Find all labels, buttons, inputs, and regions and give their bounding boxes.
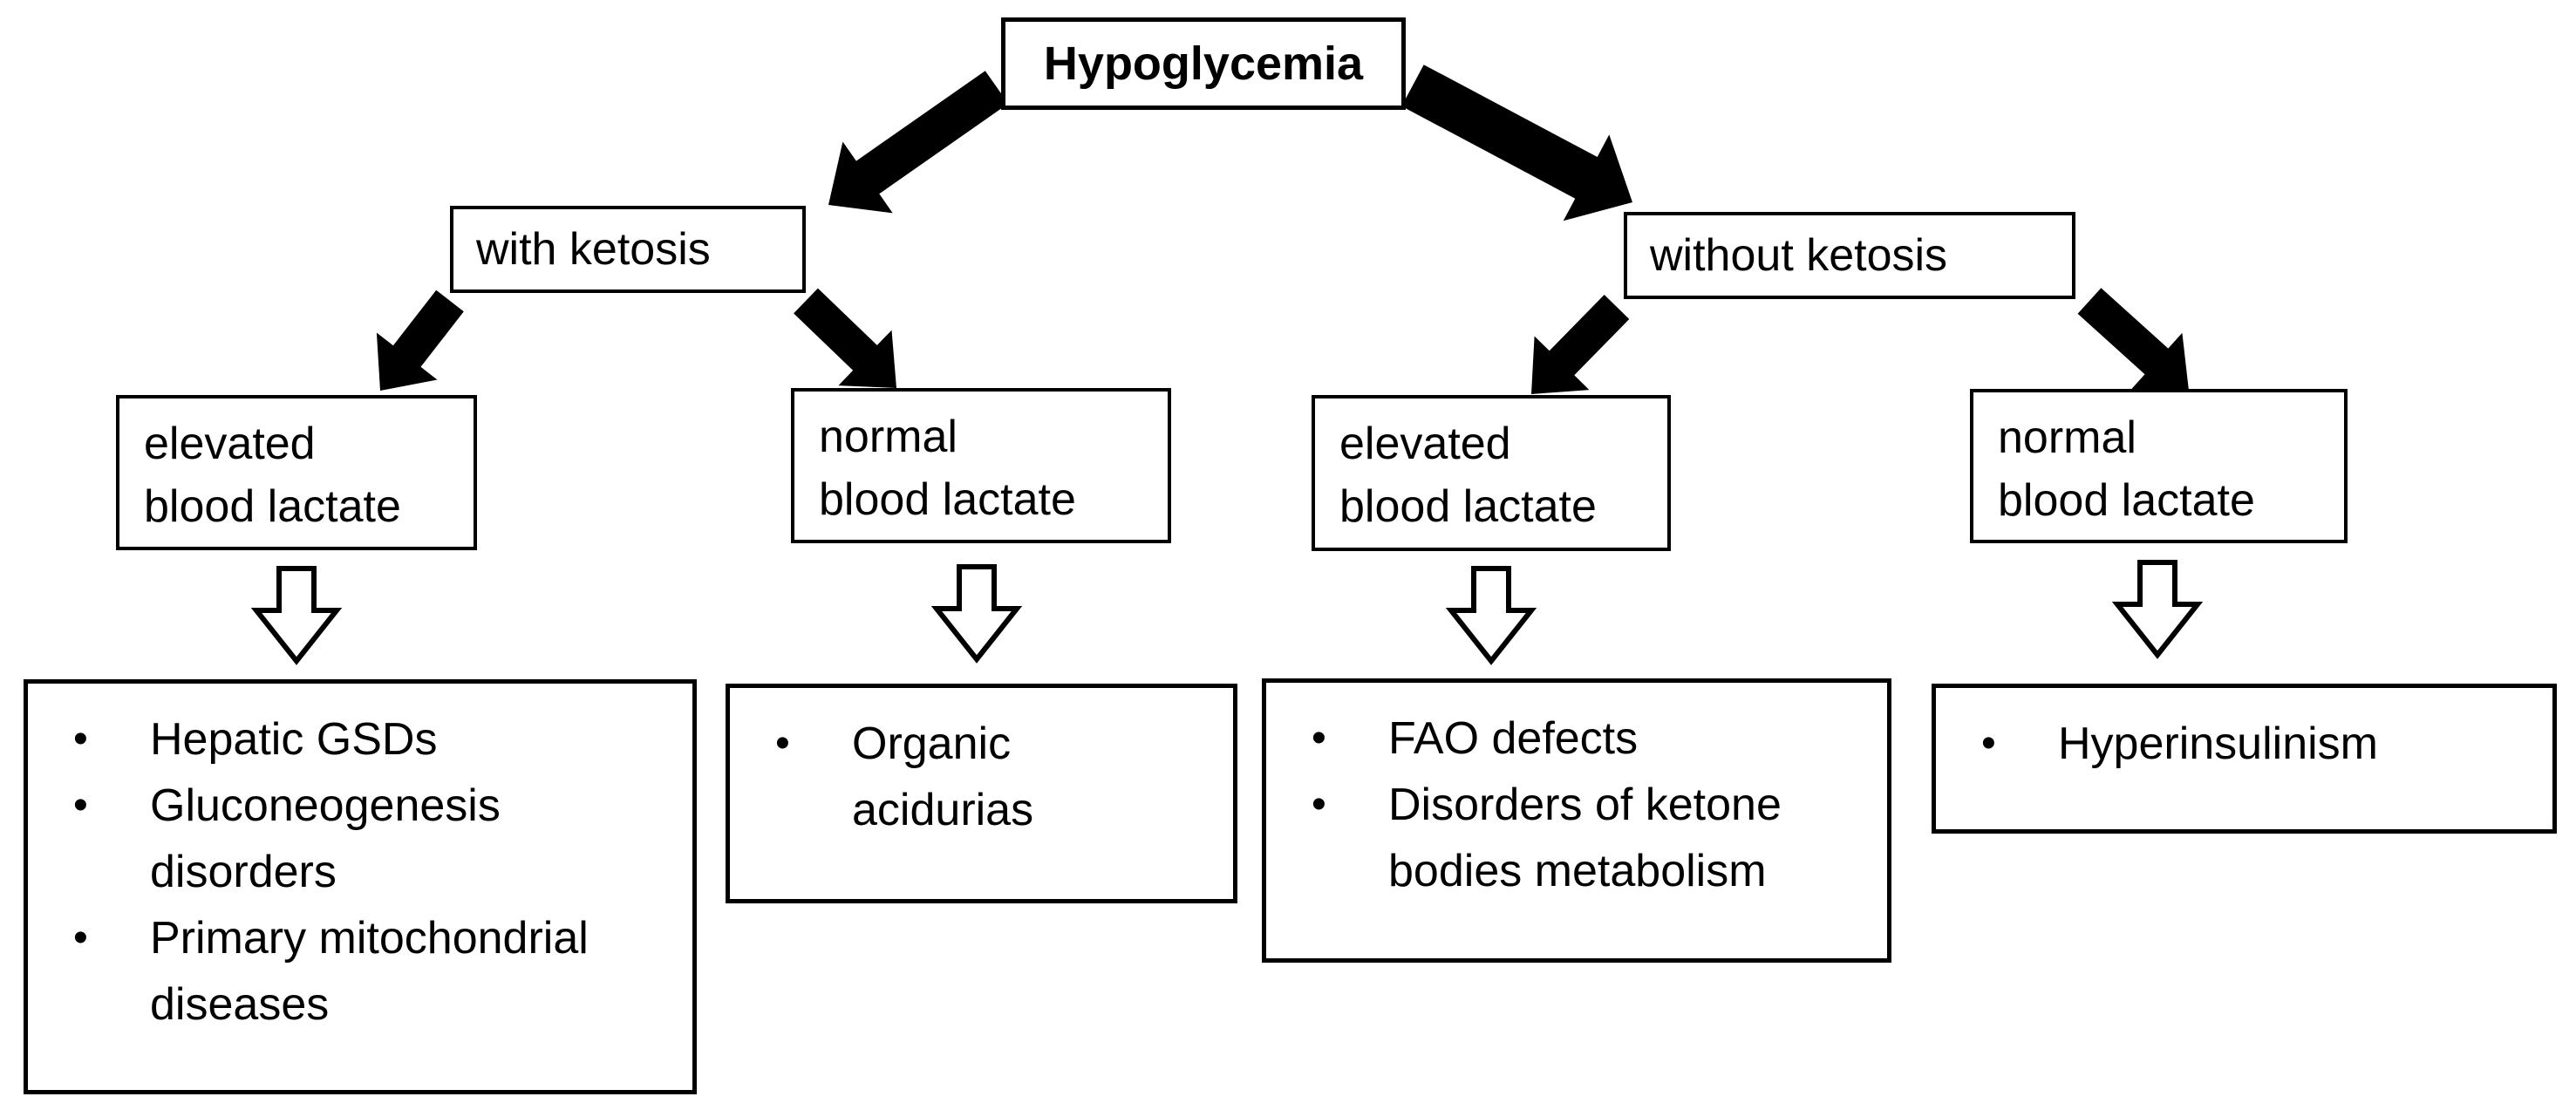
- arrow-withk-to-normal: [794, 288, 896, 388]
- outcome-list: Organic acidurias: [730, 688, 1233, 843]
- lactate-node-elevated-1: elevated blood lactate: [116, 395, 477, 550]
- bullet-line: Organic: [852, 719, 1012, 769]
- outcome-box-ketosis-normal-lactate: Organic acidurias: [726, 684, 1237, 903]
- lactate-line: normal: [1998, 412, 2136, 463]
- lactate-node-normal-1: normal blood lactate: [791, 388, 1171, 543]
- arrow-root-to-with-ketosis: [828, 71, 1009, 214]
- bullet-line: disorders: [150, 847, 337, 897]
- bullet-item: Hyperinsulinism: [1936, 711, 2539, 777]
- lactate-node-normal-2: normal blood lactate: [1970, 389, 2348, 543]
- outcome-list: Hepatic GSDs Gluconeogenesis disorders P…: [28, 684, 692, 1038]
- lactate-line: elevated: [144, 419, 316, 469]
- down-arrow-to-outcome-2: [930, 564, 1023, 664]
- outcome-list: FAO defects Disorders of ketone bodies m…: [1266, 683, 1887, 904]
- outcome-list: Hyperinsulinism: [1936, 688, 2552, 777]
- root-node-hypoglycemia: Hypoglycemia: [1001, 17, 1406, 110]
- arrow-withoutk-to-elevated: [1531, 295, 1630, 394]
- bullet-item: Disorders of ketone bodies metabolism: [1266, 772, 1873, 904]
- outcome-box-noketosis-elevated-lactate: FAO defects Disorders of ketone bodies m…: [1262, 678, 1891, 963]
- arrow-root-to-without-ketosis: [1401, 65, 1632, 221]
- lactate-line: normal: [819, 412, 957, 462]
- lactate-line: blood lactate: [819, 474, 1076, 525]
- arrow-withoutk-to-normal: [2077, 288, 2189, 391]
- bullet-line: diseases: [150, 979, 330, 1030]
- bullet-line: acidurias: [852, 785, 1034, 835]
- bullet-item: FAO defects: [1266, 705, 1873, 772]
- bullet-line: FAO defects: [1388, 713, 1639, 764]
- outcome-box-noketosis-normal-lactate: Hyperinsulinism: [1932, 684, 2557, 834]
- branch-label: without ketosis: [1650, 230, 1948, 281]
- lactate-node-elevated-2: elevated blood lactate: [1312, 395, 1671, 551]
- bullet-line: bodies metabolism: [1388, 846, 1767, 896]
- bullet-item: Organic acidurias: [730, 711, 1219, 843]
- lactate-line: blood lactate: [144, 481, 401, 532]
- outcome-box-ketosis-elevated-lactate: Hepatic GSDs Gluconeogenesis disorders P…: [24, 679, 697, 1094]
- down-arrow-to-outcome-3: [1445, 566, 1537, 665]
- lactate-line: blood lactate: [1998, 475, 2255, 526]
- branch-node-with-ketosis: with ketosis: [450, 206, 806, 293]
- lactate-line: elevated: [1339, 419, 1511, 469]
- down-arrow-to-outcome-1: [250, 566, 343, 665]
- bullet-item: Gluconeogenesis disorders: [28, 773, 678, 905]
- bullet-item: Primary mitochondrial diseases: [28, 905, 678, 1038]
- branch-node-without-ketosis: without ketosis: [1624, 212, 2075, 299]
- bullet-line: Primary mitochondrial: [150, 913, 589, 964]
- branch-label: with ketosis: [476, 224, 711, 275]
- lactate-line: blood lactate: [1339, 481, 1597, 532]
- bullet-line: Gluconeogenesis: [150, 780, 501, 831]
- root-label: Hypoglycemia: [1043, 37, 1364, 90]
- arrow-withk-to-elevated: [376, 289, 464, 391]
- bullet-line: Hyperinsulinism: [2058, 719, 2378, 769]
- bullet-item: Hepatic GSDs: [28, 706, 678, 773]
- bullet-line: Disorders of ketone: [1388, 780, 1782, 830]
- bullet-line: Hepatic GSDs: [150, 714, 438, 765]
- down-arrow-to-outcome-4: [2111, 560, 2204, 659]
